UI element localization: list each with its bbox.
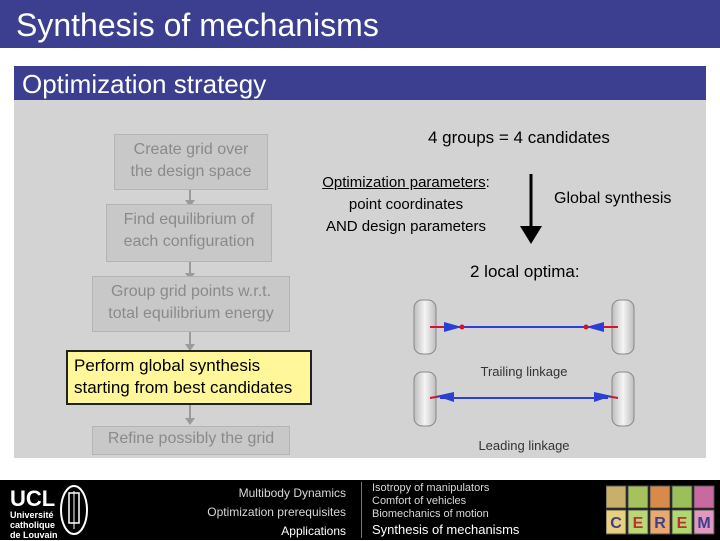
footer: UCL Université catholique de Louvain Mul… <box>0 480 720 540</box>
cerem-letter: E <box>677 515 688 532</box>
course-menu: Multibody Dynamics Optimization prerequi… <box>172 484 346 541</box>
opt-params-line: AND design parameters <box>325 218 487 235</box>
optimization-parameters: Optimization parameters: point coordinat… <box>310 172 502 238</box>
flow-arrow-icon <box>185 200 195 207</box>
step-text-line: total equilibrium energy <box>108 305 274 322</box>
step-text-line: Group grid points w.r.t. <box>110 283 272 300</box>
ucl-logo-line: de Louvain <box>10 530 58 540</box>
step-text-line: Perform global synthesis <box>74 356 261 375</box>
linkage-diagram: Trailing linkage Leading linkage <box>413 299 635 453</box>
step-text-line: each configuration <box>123 233 255 250</box>
course-item-optimization[interactable]: Optimization prerequisites <box>207 505 346 519</box>
groups-heading: 4 groups = 4 candidates <box>428 128 610 147</box>
step-create-grid: Create grid over the design space <box>114 134 268 190</box>
opt-params-label: Optimization parameters <box>322 174 486 191</box>
step-text-line: starting from best candidates <box>74 378 293 397</box>
joint-marker <box>444 322 462 332</box>
step-text-line: Find equilibrium of <box>123 211 255 228</box>
ucl-logo-text: UCL <box>10 486 56 511</box>
step-text-line: the design space <box>130 163 252 180</box>
linkage-label-trailing: Trailing linkage <box>481 364 568 379</box>
content-panel: Create grid over the design space Find e… <box>14 100 706 458</box>
flow-connector <box>189 259 191 277</box>
step-text-line: Create grid over <box>133 141 249 158</box>
section-header: Optimization strategy <box>14 66 706 100</box>
joint-marker <box>436 392 454 402</box>
step-refine-grid: Refine possibly the grid <box>92 426 290 455</box>
topic-menu: Isotropy of manipulators Comfort of vehi… <box>372 482 519 538</box>
ucl-logo-line: catholique <box>10 520 56 530</box>
cerem-letter: R <box>654 515 666 532</box>
joint-marker <box>583 324 589 330</box>
cerem-logo: C E R E M <box>606 485 715 535</box>
flow-arrow-icon <box>185 344 195 351</box>
opt-params-colon: : <box>485 174 490 191</box>
joint-marker <box>459 324 465 330</box>
step-global-synthesis: Perform global synthesis starting from b… <box>66 350 312 405</box>
flow-connector <box>189 402 191 424</box>
cerem-letter: M <box>697 515 710 532</box>
cerem-letter: E <box>633 515 644 532</box>
slide-title: Synthesis of mechanisms <box>16 7 379 43</box>
course-item-applications[interactable]: Applications <box>281 524 346 538</box>
flow-connector <box>189 330 191 350</box>
opt-params-line: point coordinates <box>348 196 464 213</box>
joint-marker <box>594 392 612 402</box>
step-find-equilibrium: Find equilibrium of each configuration <box>106 204 272 262</box>
opt-params-title: Optimization parameters: <box>310 172 502 194</box>
wheel-right-lower <box>611 371 635 427</box>
section-title: Optimization strategy <box>22 69 267 99</box>
step-text-line: Refine possibly the grid <box>107 430 275 447</box>
wheel-left-lower <box>413 371 437 427</box>
global-synthesis-label: Global synthesis <box>554 190 672 207</box>
university-seal-icon <box>60 485 88 535</box>
local-optima-label: 2 local optima: <box>470 262 580 281</box>
flow-connector <box>189 186 191 204</box>
ucl-logo-line: Université <box>10 510 54 520</box>
topic-item-biomechanics[interactable]: Biomechanics of motion <box>372 508 489 520</box>
joint-marker <box>586 322 604 332</box>
topic-item-isotropy[interactable]: Isotropy of manipulators <box>372 482 490 494</box>
cerem-letter: C <box>610 515 622 532</box>
title-bar: Synthesis of mechanisms <box>0 0 720 48</box>
step-group-grid-points: Group grid points w.r.t. total equilibri… <box>92 276 290 332</box>
down-arrow-icon <box>520 174 542 244</box>
topic-item-comfort[interactable]: Comfort of vehicles <box>372 495 467 507</box>
flow-arrow-icon <box>185 418 195 425</box>
linkage-label-leading: Leading linkage <box>478 438 569 453</box>
footer-divider <box>361 482 362 538</box>
course-item-multibody[interactable]: Multibody Dynamics <box>238 486 346 500</box>
topic-item-synthesis[interactable]: Synthesis of mechanisms <box>372 522 520 537</box>
